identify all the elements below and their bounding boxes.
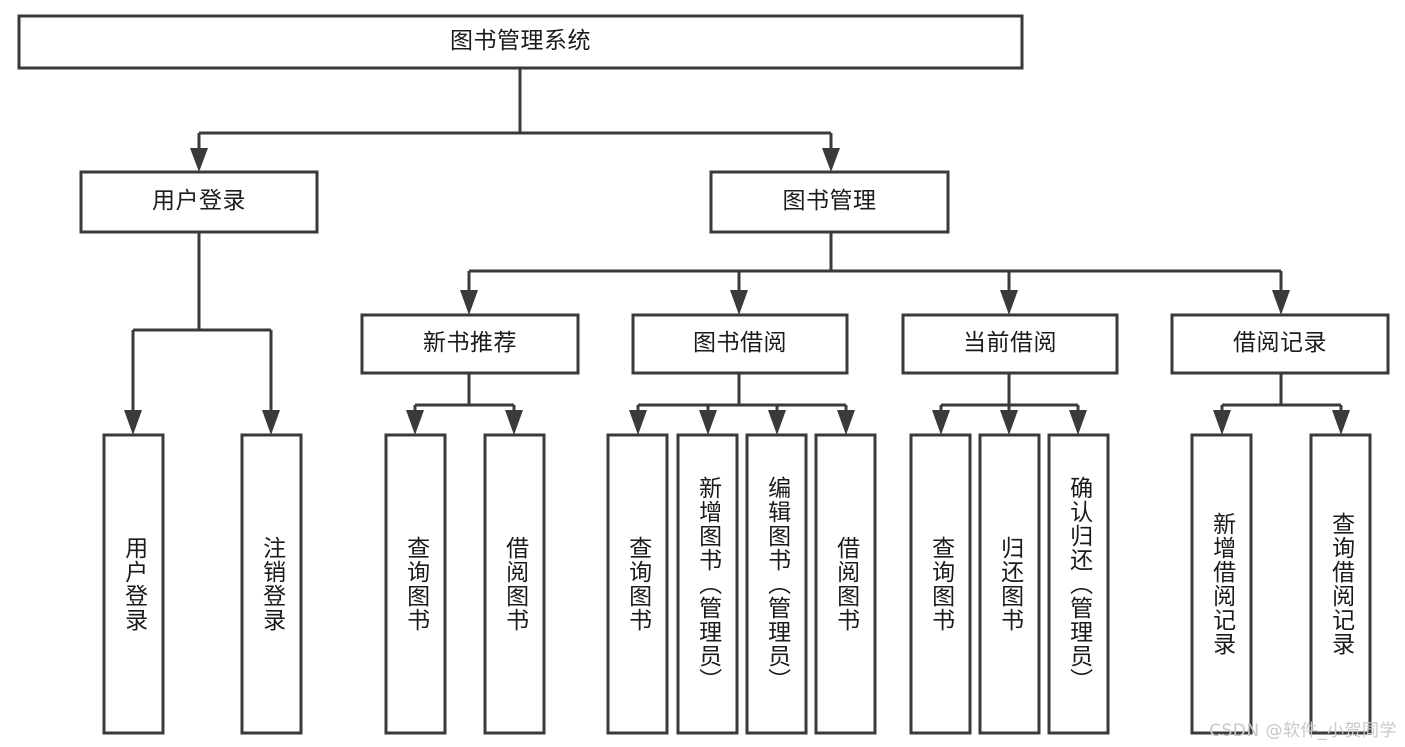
node-box-leaf-borrow-book-2[interactable] <box>814 433 877 735</box>
arrow-to-leaf-logout <box>262 410 280 435</box>
arrow-to-leaf-borrow-book-2 <box>837 410 855 435</box>
arrow-to-leaf-query-book-3 <box>932 410 950 435</box>
arrow-to-book-borrow <box>730 290 748 315</box>
arrow-to-book-management <box>822 148 840 172</box>
arrow-to-leaf-query-book-1 <box>406 410 424 435</box>
node-box-borrow-record[interactable] <box>1170 313 1390 375</box>
connector-book-borrow-to-leaves <box>636 373 848 413</box>
arrow-to-leaf-confirm-return <box>1069 410 1087 435</box>
node-box-user-login[interactable] <box>79 170 319 234</box>
node-box-leaf-edit-book[interactable] <box>745 433 808 735</box>
arrow-to-leaf-return-book <box>1000 410 1018 435</box>
arrow-to-leaf-user-login <box>124 410 142 435</box>
node-box-current-borrow[interactable] <box>901 313 1119 375</box>
node-box-root[interactable] <box>17 14 1024 70</box>
node-box-leaf-borrow-book-1[interactable] <box>483 433 546 735</box>
node-box-leaf-query-record[interactable] <box>1309 433 1372 735</box>
node-box-book-management[interactable] <box>709 170 950 234</box>
arrow-to-leaf-edit-book <box>768 410 786 435</box>
node-box-new-book-recommend[interactable] <box>360 313 580 375</box>
node-box-leaf-add-record[interactable] <box>1190 433 1253 735</box>
arrow-to-current-borrow <box>1000 290 1018 315</box>
connector-borrow-record-to-leaves <box>1220 373 1343 413</box>
node-box-book-borrow[interactable] <box>631 313 849 375</box>
connector-user-login-to-leaves <box>131 232 273 413</box>
arrow-to-new-book-recommend <box>460 290 478 315</box>
connector-root-to-level2 <box>197 68 833 152</box>
node-box-leaf-logout[interactable] <box>240 433 303 735</box>
arrow-to-leaf-query-record <box>1332 410 1350 435</box>
node-box-leaf-query-book-2[interactable] <box>606 433 669 735</box>
node-box-leaf-return-book[interactable] <box>978 433 1041 735</box>
arrow-to-leaf-add-record <box>1213 410 1231 435</box>
node-box-leaf-add-book[interactable] <box>676 433 739 735</box>
arrow-to-borrow-record <box>1272 290 1290 315</box>
node-box-leaf-query-book-1[interactable] <box>384 433 447 735</box>
node-box-leaf-query-book-3[interactable] <box>909 433 972 735</box>
node-box-leaf-user-login[interactable] <box>102 433 165 735</box>
connector-book-management-to-level3 <box>467 232 1283 293</box>
arrow-to-user-login <box>190 148 208 172</box>
arrow-to-leaf-query-book-2 <box>629 410 647 435</box>
arrow-to-leaf-borrow-book-1 <box>505 410 523 435</box>
arrow-to-leaf-add-book <box>699 410 717 435</box>
connector-new-book-recommend-to-leaves <box>413 373 516 413</box>
node-box-leaf-confirm-return[interactable] <box>1047 433 1110 735</box>
connector-current-borrow-to-leaves <box>939 373 1080 413</box>
